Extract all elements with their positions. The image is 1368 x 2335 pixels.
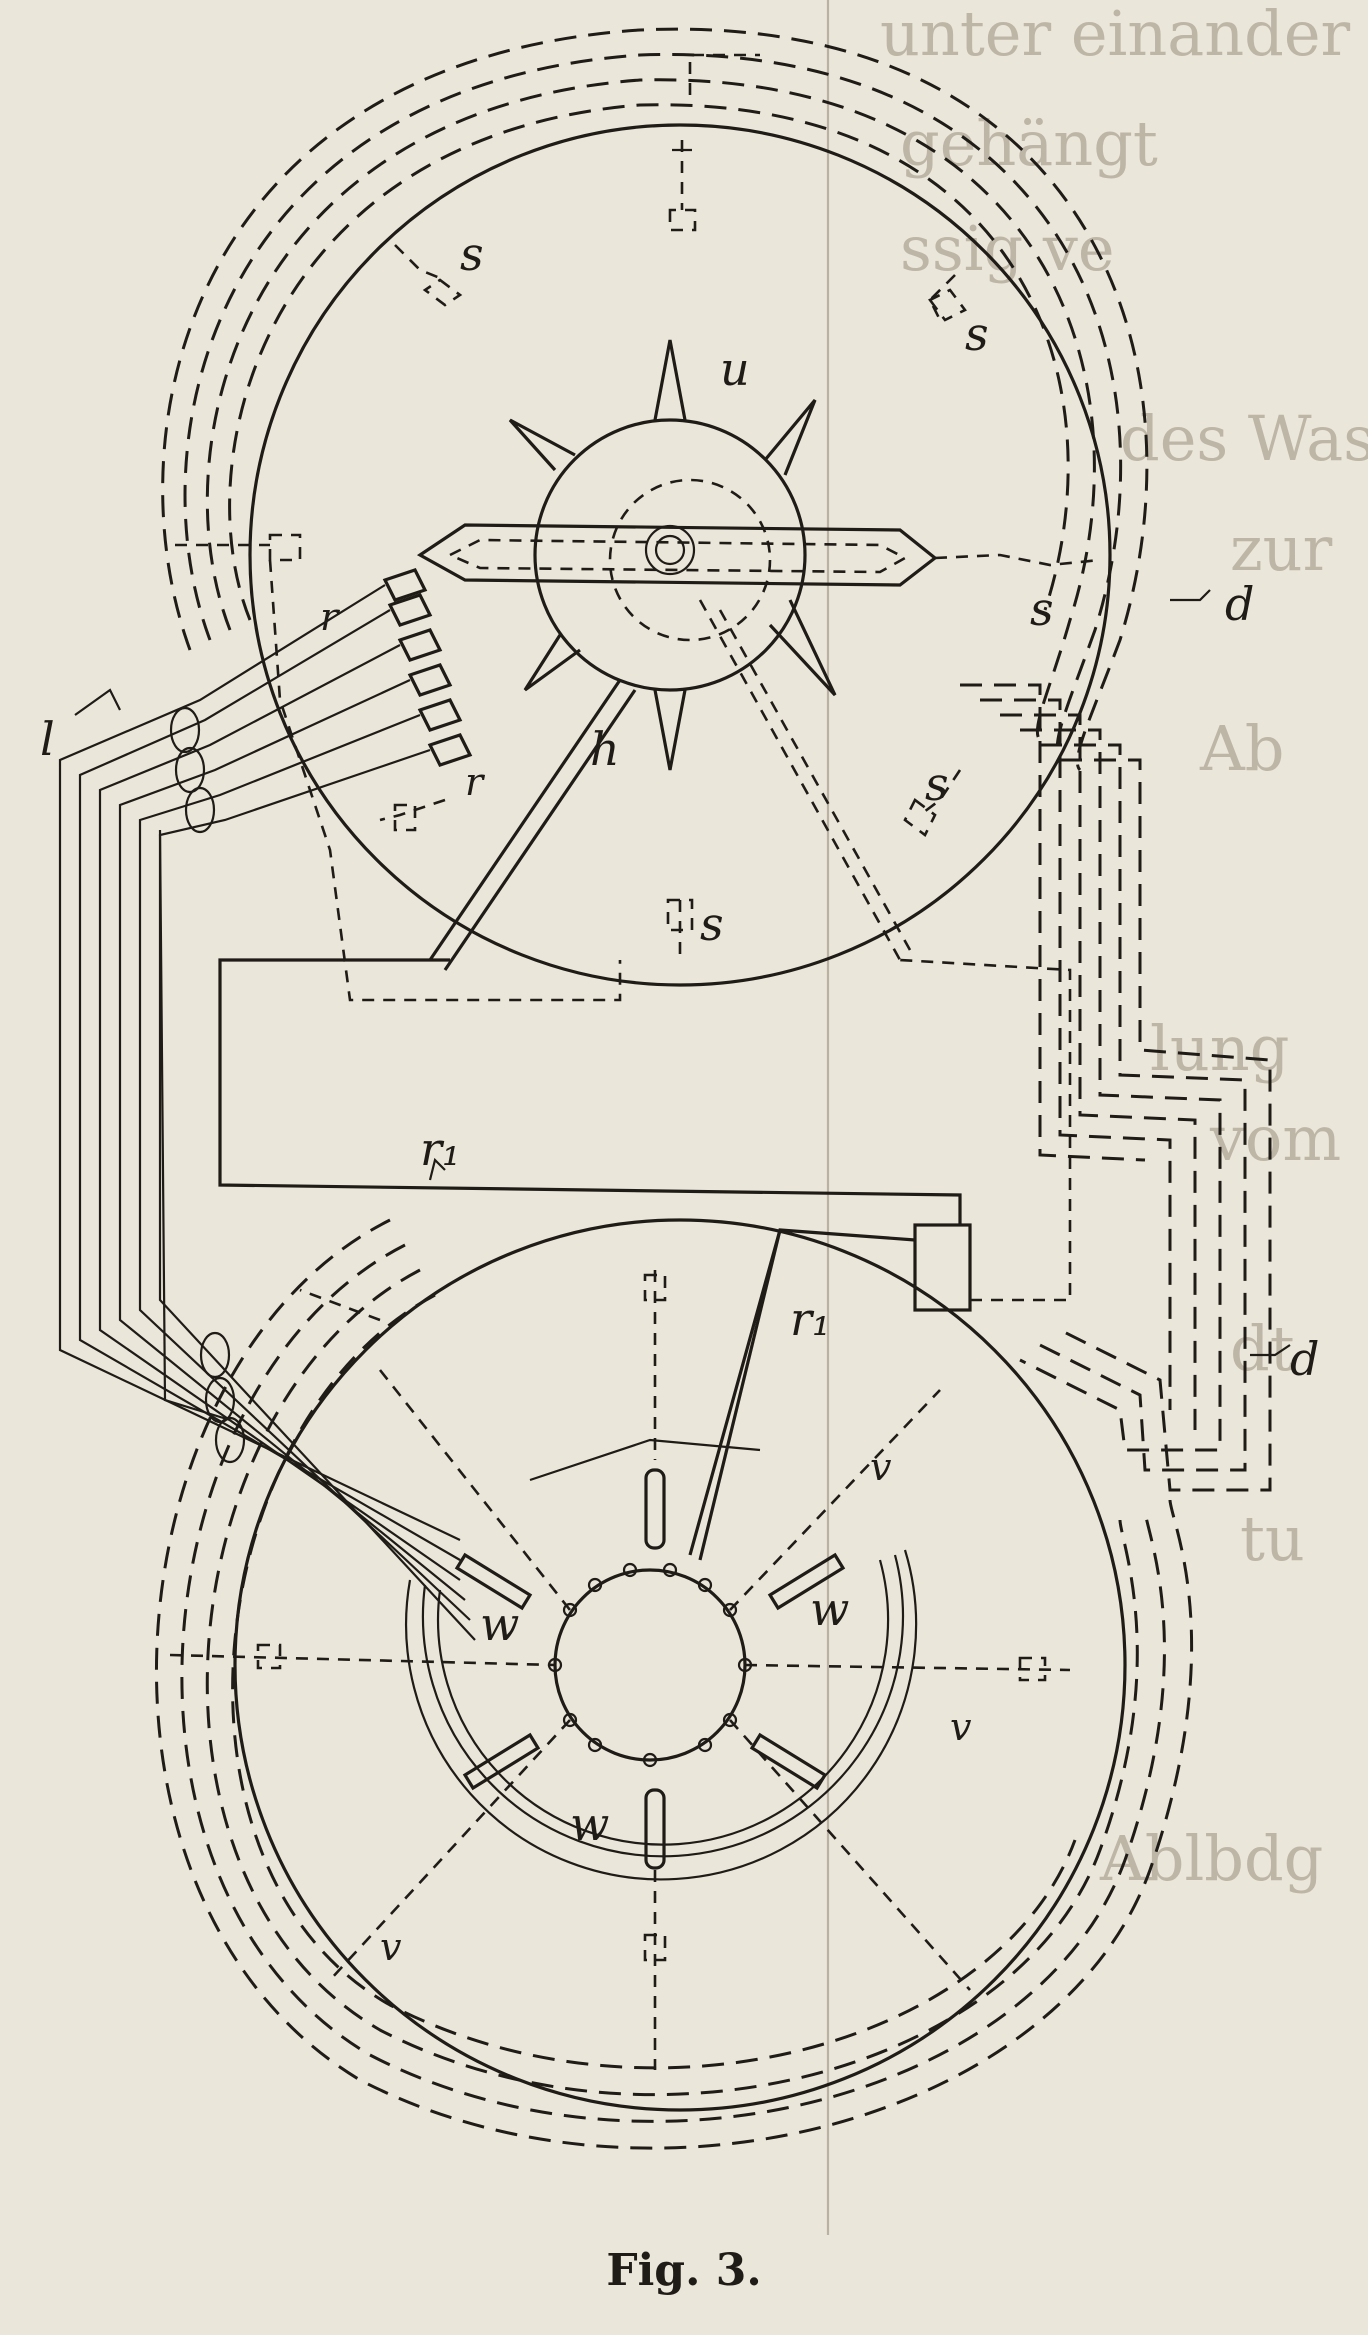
connection-r1: r₁ r₁	[218, 958, 1072, 1556]
label-w-1: w	[480, 1597, 519, 1651]
upper-casing-rings	[161, 27, 1149, 772]
label-r1-top: r₁	[420, 1122, 460, 1176]
label-r-2: r	[465, 760, 486, 804]
gear-wheel-u	[508, 339, 837, 771]
contacts-s-upper	[175, 140, 967, 960]
bleed-line-6: Ab	[1199, 712, 1284, 785]
label-s-1: s	[460, 227, 484, 281]
label-w-3: w	[570, 1797, 609, 1851]
bleed-line-4: des Wasser	[1120, 402, 1368, 475]
hub-inner	[654, 534, 686, 566]
figure-caption: Fig. 3.	[606, 2245, 762, 2296]
bleed-line-7: lung	[1150, 1012, 1289, 1085]
cable-bundle-l: l	[40, 584, 476, 1641]
brush-holders-r	[382, 568, 473, 767]
bleed-line-11: Ablbdg	[1099, 1822, 1323, 1895]
label-v-1: v	[870, 1445, 892, 1489]
hub-dashed-ring	[608, 478, 772, 642]
dashed-rod	[698, 599, 902, 961]
terminal-box	[913, 1223, 972, 1312]
lower-hub	[553, 1568, 747, 1762]
d-pointer-bottom	[1250, 1344, 1291, 1357]
label-s-3: s	[1030, 582, 1054, 636]
dashed-lead-top	[688, 53, 760, 95]
lever-arm-dashed-extension	[934, 553, 1101, 567]
label-r-1: r	[320, 595, 341, 639]
bleed-line-2: gehängt	[900, 107, 1158, 180]
r1-wire-lower	[688, 1228, 916, 1556]
lower-disk: w w w v v v	[155, 1218, 1194, 2150]
dashed-return	[899, 958, 1072, 1302]
rod-h	[428, 679, 622, 961]
bleed-line-5: zur	[1230, 512, 1333, 585]
conductor-bundle-d: d d	[960, 577, 1319, 1492]
lower-casing-rings	[155, 1218, 1194, 2150]
bleed-line-1: unter einander	[880, 0, 1351, 70]
cable-wraps	[169, 706, 246, 1464]
hub-outer	[644, 524, 696, 576]
bleed-line-10: tu	[1240, 1502, 1305, 1575]
label-d-1: d	[1225, 577, 1254, 631]
lower-disk-rim	[233, 1218, 1127, 2112]
label-v-3: v	[380, 1925, 402, 1969]
label-l: l	[40, 712, 55, 766]
label-s-4: s	[925, 757, 949, 811]
bleed-through-text: unter einander gehängt ssig ve des Wasse…	[826, 0, 1368, 2235]
label-w-2: w	[810, 1582, 849, 1636]
resistors-w	[454, 1468, 846, 1870]
label-h: h	[590, 722, 620, 776]
l-pointer	[74, 688, 121, 716]
technical-diagram: unter einander gehängt ssig ve des Wasse…	[40, 0, 1368, 2235]
label-u: u	[720, 342, 750, 396]
label-s-2: s	[965, 307, 989, 361]
label-v-2: v	[950, 1705, 972, 1749]
label-d-2: d	[1290, 1332, 1319, 1386]
label-s-5: s	[700, 897, 724, 951]
contacts-v-lower	[169, 1270, 1071, 2070]
lever-arm-inner	[446, 538, 908, 574]
lever-arm	[416, 523, 938, 587]
hub-terminals	[547, 1562, 753, 1768]
bleed-line-8: vom	[1209, 1102, 1341, 1175]
label-r1-lower: r₁	[790, 1292, 830, 1346]
upper-disk-rim	[248, 123, 1112, 987]
upper-disk: u h s s s s s r r	[161, 27, 1149, 1002]
commutator-arc-inner	[436, 1559, 890, 1846]
d-pointer-top	[1170, 589, 1211, 602]
